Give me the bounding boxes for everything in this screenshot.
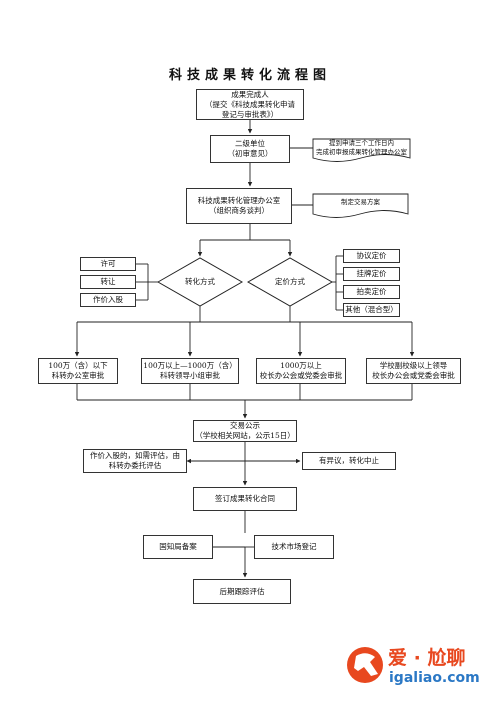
node-text: 校长办公会或党委会审批	[259, 371, 343, 380]
node-text: 100万（含）以下	[48, 361, 108, 370]
node-text: 交易公示	[230, 421, 260, 430]
note-shape-submit	[312, 138, 411, 162]
pricing-agreement: 协议定价	[343, 249, 400, 263]
node-text: （学校相关网站，公示15日）	[195, 431, 295, 440]
node-publicity: 交易公示 （学校相关网站，公示15日）	[193, 420, 297, 442]
node-achievement-completer: 成果完成人 （提交《科技成果转化申请 登记与审批表》）	[196, 89, 304, 120]
pricing-other: 其他（混合型）	[343, 303, 400, 317]
node-tech-market-registration: 技术市场登记	[254, 535, 334, 559]
approval-tier-2: 100万以上—1000万（含） 科转领导小组审批	[141, 358, 239, 384]
pricing-auction: 拍卖定价	[343, 285, 400, 299]
node-text: 校长办公会或党委会审批	[372, 371, 455, 380]
node-text: 科转办委托评估	[108, 461, 162, 470]
note-line: 提到申请三个工作日内	[329, 138, 394, 147]
approval-tier-4: 学校副校级以上领导 校长办公会或党委会审批	[366, 358, 461, 384]
node-secondary-unit: 二级单位 （初审意见）	[210, 135, 290, 163]
node-text: 成果完成人	[231, 89, 269, 99]
node-ip-office-filing: 国知局备案	[143, 535, 213, 559]
node-text: 登记与审批表》）	[221, 109, 279, 119]
node-equity-evaluation: 作价入股的，如需评估，由 科转办委托评估	[83, 449, 187, 473]
watermark-url-text: igaliao.com	[389, 670, 480, 686]
note-plan-text: 制定交易方案	[313, 194, 408, 210]
node-text: （组织商务谈判）	[209, 206, 269, 215]
approval-tier-3: 1000万以上 校长办公会或党委会审批	[256, 358, 346, 384]
note-line: 制定交易方案	[341, 197, 380, 206]
node-sign-contract: 签订成果转化合同	[193, 487, 297, 511]
page-title: 科技成果转化流程图	[168, 68, 331, 83]
approval-tier-1: 100万（含）以下 科转办公室审批	[38, 358, 118, 384]
node-text: 二级单位	[235, 139, 265, 148]
node-text: 作价入股的，如需评估，由	[90, 451, 180, 460]
note-shape-plan	[312, 193, 409, 218]
watermark-cn-text: 爱 · 尬聊	[388, 647, 466, 669]
node-objection: 有异议，转化中止	[302, 452, 396, 470]
note-line: 完成初审报成果转化管理办公室	[316, 147, 407, 156]
node-text: （提交《科技成果转化申请	[205, 99, 295, 109]
option-equity: 作价入股	[80, 293, 136, 307]
node-text: 100万以上—1000万（含）	[143, 361, 237, 370]
node-text: （初审意见）	[227, 149, 273, 158]
node-text: 1000万以上	[280, 361, 322, 370]
pricing-listing: 挂牌定价	[343, 267, 400, 281]
watermark-logo-figure	[354, 653, 378, 676]
decision-transform-label: 转化方式	[185, 277, 215, 286]
decision-transform-diamond	[156, 257, 244, 307]
note-submit-text: 提到申请三个工作日内 完成初审报成果转化管理办公室	[313, 139, 410, 156]
decision-pricing-label: 定价方式	[275, 277, 305, 286]
node-text: 科转办公室审批	[51, 371, 105, 380]
node-transfer-office: 科技成果转化管理办公室 （组织商务谈判）	[186, 188, 292, 224]
option-transfer: 转让	[80, 275, 136, 289]
node-tracking-evaluation: 后期跟踪评估	[193, 579, 291, 604]
option-license: 许可	[80, 257, 136, 271]
node-text: 科技成果转化管理办公室	[197, 196, 281, 205]
node-text: 学校副校级以上领导	[379, 361, 448, 370]
node-text: 科转领导小组审批	[160, 371, 220, 380]
decision-pricing-diamond	[246, 257, 334, 307]
